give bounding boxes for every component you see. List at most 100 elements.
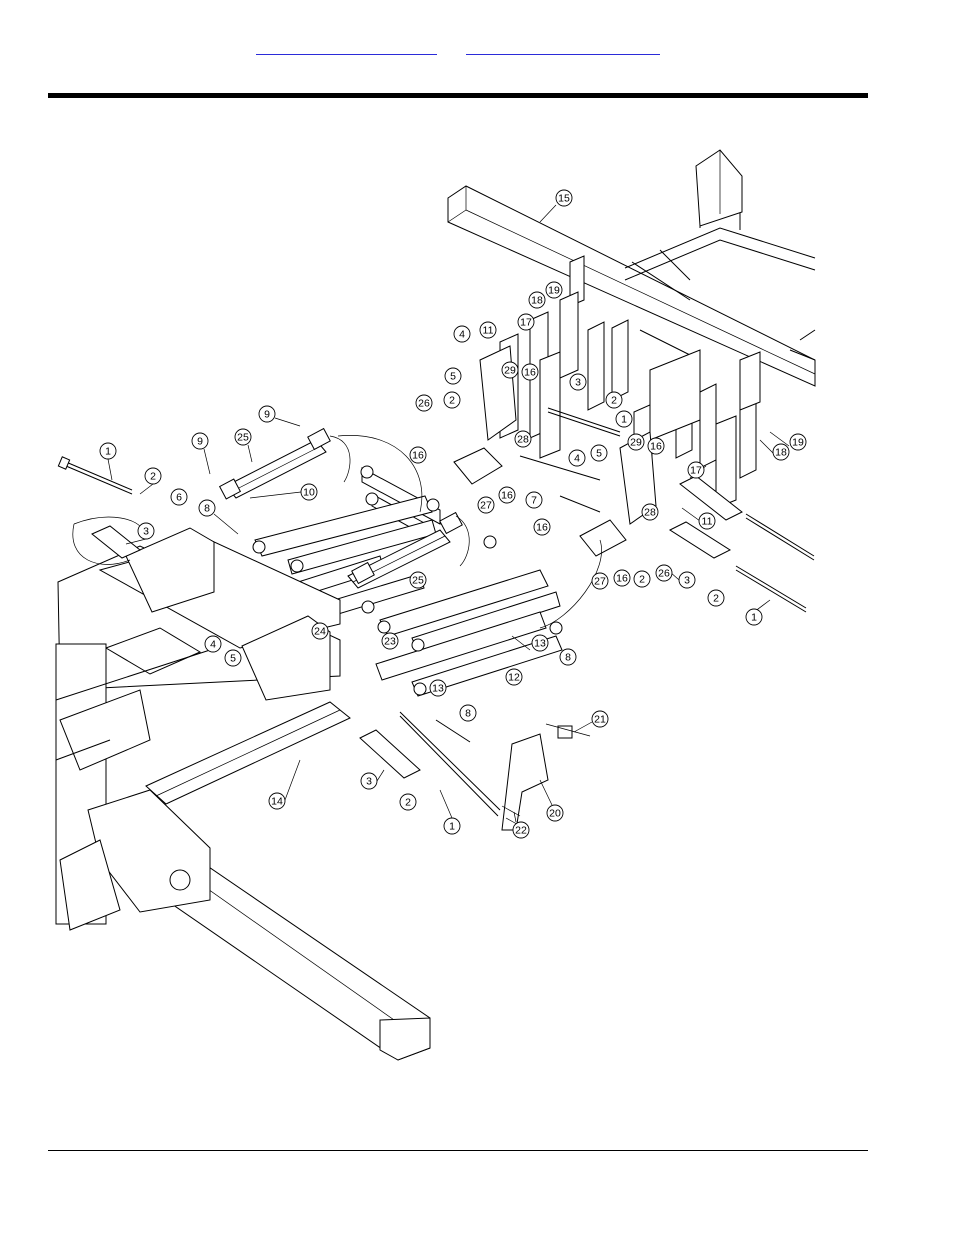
- callout-number: 28: [517, 434, 529, 446]
- callout-8: 8: [198, 499, 216, 517]
- callout-number: 16: [501, 490, 513, 502]
- callout-circle: [528, 291, 546, 309]
- callout-number: 11: [702, 516, 713, 528]
- lower-links: [361, 535, 563, 697]
- callout-number: 26: [418, 398, 430, 410]
- callout-circle: [300, 483, 318, 501]
- callout-7: 7: [525, 491, 543, 509]
- callout-number: 21: [594, 714, 606, 726]
- callout-5: 5: [444, 367, 462, 385]
- callout-17: 17: [517, 313, 535, 331]
- callout-circle: [512, 821, 530, 839]
- callout-circle: [555, 189, 573, 207]
- callout-5: 5: [224, 649, 242, 667]
- callout-3: 3: [137, 522, 155, 540]
- callout-circle: [443, 817, 461, 835]
- callout-25: 25: [409, 571, 427, 589]
- callout-circle: [533, 518, 551, 536]
- callout-number: 27: [480, 500, 492, 512]
- callout-5: 5: [590, 444, 608, 462]
- header-rule: [48, 93, 868, 98]
- callout-circle: [707, 589, 725, 607]
- callout-26: 26: [655, 564, 673, 582]
- callout-11: 11: [479, 321, 497, 339]
- callout-number: 8: [565, 652, 571, 664]
- callout-21: 21: [591, 710, 609, 728]
- callout-13: 13: [429, 679, 447, 697]
- callout-circle: [633, 570, 651, 588]
- callout-27: 27: [477, 496, 495, 514]
- callout-1: 1: [615, 410, 633, 428]
- callout-26: 26: [415, 394, 433, 412]
- callout-2: 2: [605, 391, 623, 409]
- callout-number: 16: [536, 522, 548, 534]
- callout-4: 4: [568, 449, 586, 467]
- callout-circle: [591, 572, 609, 590]
- callout-number: 4: [459, 329, 465, 341]
- callout-14: 14: [268, 792, 286, 810]
- callout-circle: [641, 503, 659, 521]
- callout-circle: [678, 571, 696, 589]
- callout-circle: [568, 449, 586, 467]
- callout-number: 28: [644, 507, 656, 519]
- top-link-2[interactable]: [466, 38, 660, 55]
- callout-circle: [569, 373, 587, 391]
- callout-number: 27: [594, 576, 606, 588]
- callout-circle: [459, 704, 477, 722]
- callout-6: 6: [170, 488, 188, 506]
- callout-16: 16: [498, 486, 516, 504]
- callout-circle: [360, 772, 378, 790]
- callout-circle: [198, 499, 216, 517]
- callout-circle: [137, 522, 155, 540]
- callout-number: 26: [658, 568, 670, 580]
- callout-number: 2: [449, 395, 455, 407]
- callout-9: 9: [191, 432, 209, 450]
- callout-8: 8: [459, 704, 477, 722]
- callout-27: 27: [591, 572, 609, 590]
- callout-number: 19: [792, 437, 804, 449]
- callout-3: 3: [569, 373, 587, 391]
- callout-9: 9: [258, 405, 276, 423]
- callout-2: 2: [443, 391, 461, 409]
- callout-circle: [531, 634, 549, 652]
- callout-15: 15: [555, 189, 573, 207]
- callout-circle: [429, 679, 447, 697]
- callout-number: 20: [549, 808, 561, 820]
- callout-number: 13: [432, 683, 444, 695]
- callout-circle: [655, 564, 673, 582]
- callout-circle: [501, 361, 519, 379]
- callout-circle: [258, 405, 276, 423]
- callout-17: 17: [687, 461, 705, 479]
- callout-circle: [415, 394, 433, 412]
- toolbar-frame: [447, 149, 816, 387]
- callout-24: 24: [311, 622, 329, 640]
- callout-16: 16: [521, 363, 539, 381]
- callout-1: 1: [745, 608, 763, 626]
- callout-number: 6: [176, 492, 182, 504]
- callout-4: 4: [204, 635, 222, 653]
- callout-circle: [605, 391, 623, 409]
- callout-circle: [381, 632, 399, 650]
- callout-number: 10: [303, 487, 315, 499]
- callout-circle: [525, 491, 543, 509]
- callout-number: 8: [204, 503, 210, 515]
- callout-circle: [591, 710, 609, 728]
- callout-circle: [477, 496, 495, 514]
- top-link-1[interactable]: [256, 38, 437, 55]
- callout-number: 9: [264, 409, 270, 421]
- callout-number: 1: [449, 821, 455, 833]
- callout-3: 3: [360, 772, 378, 790]
- callout-number: 29: [504, 365, 516, 377]
- callout-number: 5: [450, 371, 456, 383]
- callout-28: 28: [514, 430, 532, 448]
- callout-circle: [546, 804, 564, 822]
- callout-circle: [444, 367, 462, 385]
- callout-number: 24: [314, 626, 326, 638]
- callout-22: 22: [512, 821, 530, 839]
- callout-number: 2: [639, 574, 645, 586]
- callout-circle: [191, 432, 209, 450]
- callout-number: 2: [405, 797, 411, 809]
- callout-circle: [268, 792, 286, 810]
- callout-circle: [789, 433, 807, 451]
